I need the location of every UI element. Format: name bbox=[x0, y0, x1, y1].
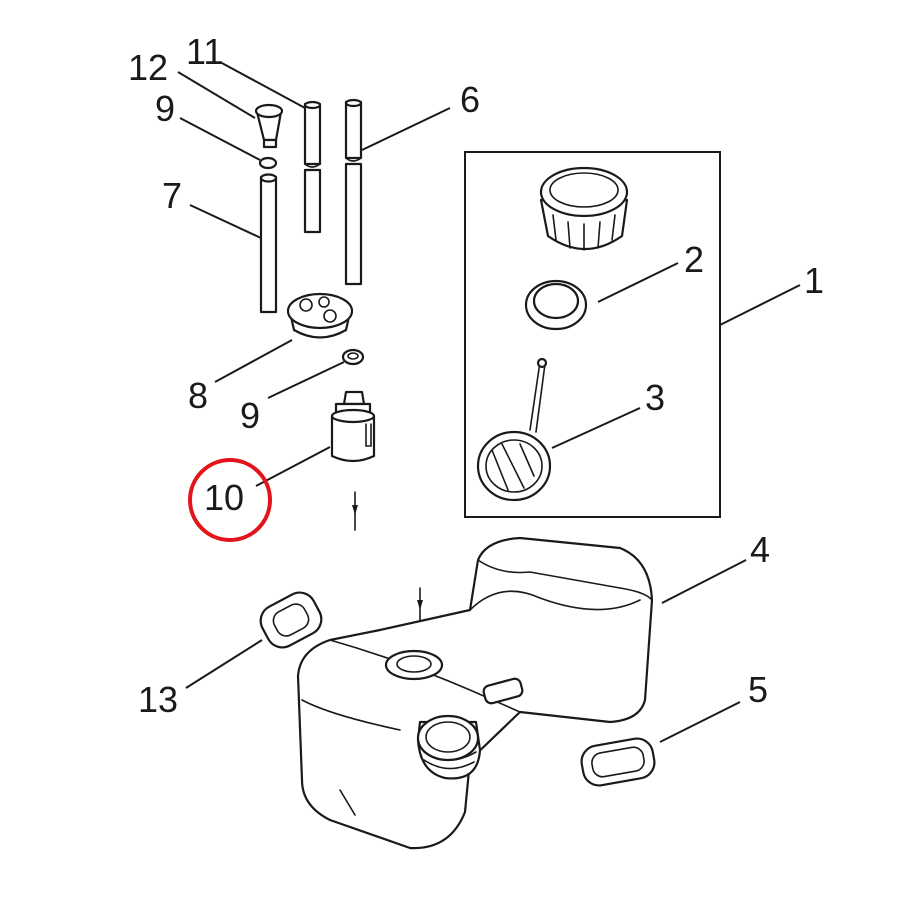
leader-3 bbox=[551, 407, 641, 449]
strainer-part bbox=[476, 357, 552, 502]
callout-11: 11 bbox=[186, 31, 223, 72]
leader-9-upper bbox=[179, 117, 261, 161]
leader-4 bbox=[661, 559, 747, 604]
callout-7: 7 bbox=[162, 175, 182, 216]
highlight-circle bbox=[188, 458, 272, 542]
callout-12: 12 bbox=[128, 47, 168, 88]
leader-2 bbox=[597, 262, 679, 303]
oval-grommet-13-part bbox=[259, 591, 323, 649]
callout-6: 6 bbox=[460, 79, 480, 120]
leader-8 bbox=[214, 339, 293, 383]
leader-1 bbox=[719, 284, 801, 326]
assembly-arrow-lower bbox=[417, 587, 423, 627]
callout-9-upper: 9 bbox=[155, 88, 175, 129]
assembly-arrow-upper bbox=[352, 491, 358, 531]
o-ring-lower-part bbox=[341, 348, 365, 366]
callout-2: 2 bbox=[684, 239, 704, 280]
callout-10: 10 bbox=[204, 477, 244, 518]
leader-6 bbox=[361, 107, 451, 151]
leader-11 bbox=[219, 61, 306, 109]
callout-9-lower: 9 bbox=[240, 395, 260, 436]
fuel-pipe-11-part bbox=[303, 100, 322, 234]
callout-3: 3 bbox=[645, 377, 665, 418]
callout-13: 13 bbox=[138, 679, 178, 720]
fuel-pipe-6-part bbox=[344, 98, 363, 286]
small-filter-12-part bbox=[254, 103, 284, 149]
o-ring-upper-part bbox=[258, 156, 278, 170]
fuel-tank-part bbox=[296, 536, 654, 850]
leader-9-lower bbox=[267, 361, 345, 399]
leader-12 bbox=[177, 71, 256, 119]
callout-8: 8 bbox=[188, 375, 208, 416]
oval-grommet-5-part bbox=[580, 737, 656, 787]
callout-1: 1 bbox=[804, 260, 824, 301]
callout-5: 5 bbox=[748, 669, 768, 710]
seal-ring-part bbox=[524, 279, 588, 331]
fuel-filter-part bbox=[330, 390, 376, 463]
fuel-pipe-7-part bbox=[259, 173, 278, 314]
callout-labels: 12 11 9 6 7 2 1 8 9 3 10 4 13 5 bbox=[128, 31, 824, 720]
subassembly-frame bbox=[464, 151, 721, 518]
fuel-cap-part bbox=[539, 166, 629, 251]
leader-7 bbox=[189, 204, 262, 239]
grommet-part bbox=[286, 292, 354, 339]
leader-13 bbox=[185, 639, 263, 689]
leader-5 bbox=[659, 701, 741, 743]
callout-4: 4 bbox=[750, 529, 770, 570]
leader-10 bbox=[255, 446, 331, 487]
leader-lines bbox=[177, 61, 801, 743]
